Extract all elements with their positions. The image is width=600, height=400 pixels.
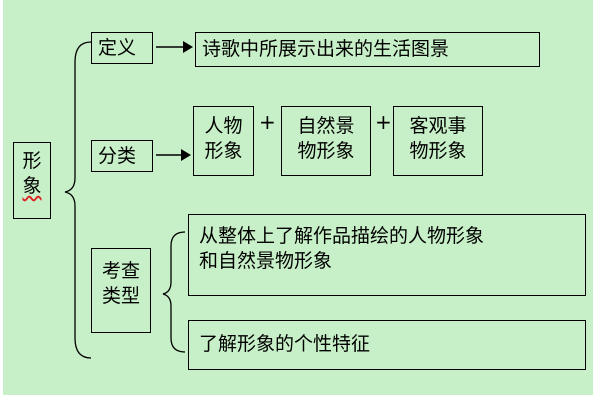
exam-type-item-1-line2: 和自然景物形象 (199, 250, 333, 272)
exam-type-item-1-line1: 从整体上了解作品描绘的人物形象 (199, 225, 485, 247)
classification-item-nature: 自然景 物形象 (281, 106, 371, 176)
definition-content-text: 诗歌中所展示出来的生活图景 (202, 38, 450, 60)
exam-brace (162, 231, 186, 353)
classification-item-objective: 客观事 物形象 (393, 106, 483, 176)
exam-types-label: 考查 类型 (91, 248, 151, 333)
definition-content: 诗歌中所展示出来的生活图景 (195, 32, 540, 67)
plus-sign-2: + (375, 110, 392, 134)
exam-type-item-1: 从整体上了解作品描绘的人物形象 和自然景物形象 (188, 214, 586, 296)
exam-types-label-line2: 类型 (101, 285, 140, 307)
definition-label: 定义 (91, 32, 153, 64)
classification-label-text: 分类 (98, 145, 137, 167)
root-line2: 象 (22, 175, 42, 197)
root-node: 形 象 (13, 142, 51, 219)
main-brace (64, 41, 92, 359)
classification-item-nature-line1: 自然景 (297, 115, 355, 137)
classification-arrowhead (181, 149, 191, 161)
classification-item-nature-line2: 物形象 (297, 140, 355, 162)
exam-type-item-2: 了解形象的个性特征 (188, 320, 586, 370)
classification-item-objective-line1: 客观事 (409, 115, 467, 137)
definition-arrowhead (183, 41, 193, 53)
classification-item-person-line1: 人物 (204, 115, 243, 137)
root-line1: 形 (22, 150, 42, 172)
classification-item-person: 人物 形象 (193, 106, 254, 176)
classification-label: 分类 (91, 140, 153, 172)
diagram-connectors (64, 41, 193, 359)
classification-item-person-line2: 形象 (204, 140, 243, 162)
exam-type-item-2-line1: 了解形象的个性特征 (199, 333, 371, 355)
exam-types-label-line1: 考查 (101, 260, 140, 282)
plus-sign-1: + (259, 110, 276, 134)
diagram-canvas: 形 象 定义 诗歌中所展示出来的生活图景 分类 人物 形象 + 自然景 物形象 … (3, 0, 593, 395)
classification-item-objective-line2: 物形象 (409, 140, 467, 162)
definition-label-text: 定义 (98, 37, 137, 59)
